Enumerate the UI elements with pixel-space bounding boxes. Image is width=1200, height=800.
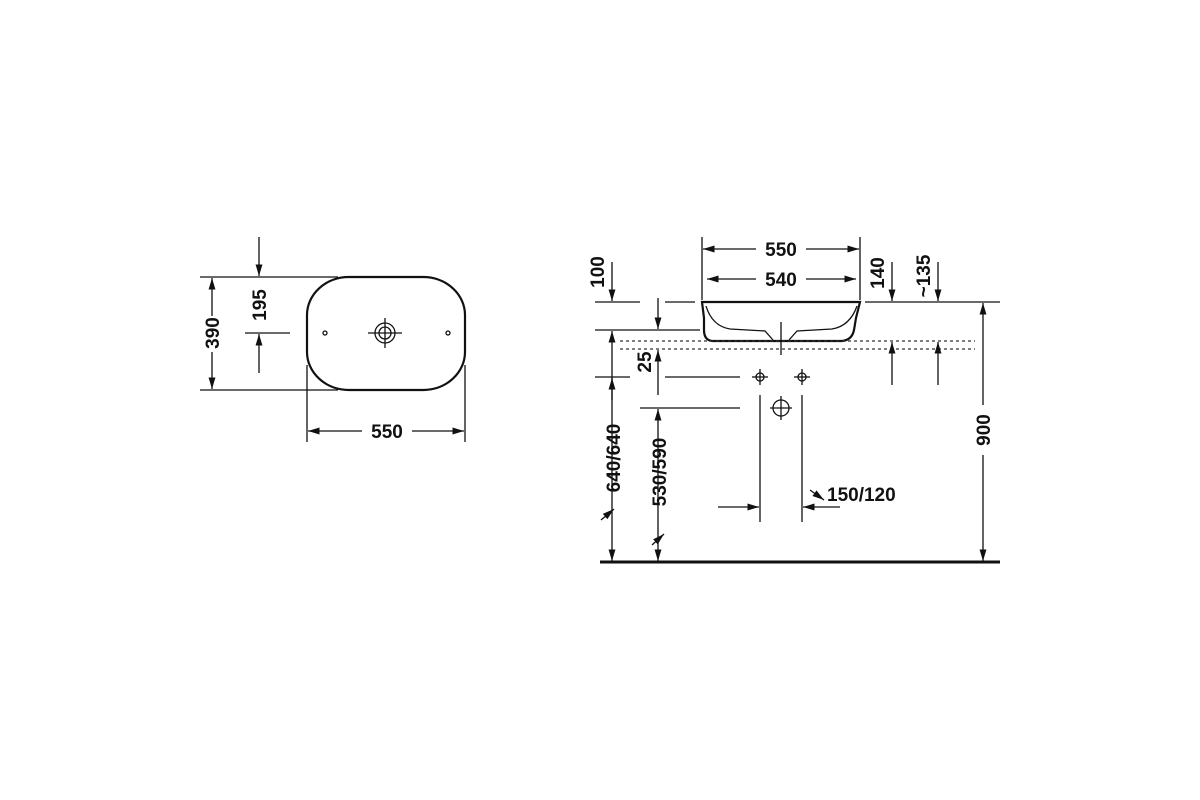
side-view: 550 540 100 25 140 ~135 900 640/640 530/…	[588, 237, 1000, 564]
basin-outline-top	[305, 275, 467, 392]
top-view: 390 195 550	[200, 237, 467, 443]
supply-spacing-dimension: 150/120	[827, 485, 896, 506]
drain-height-dimension: 530/590	[650, 438, 671, 507]
fixing-hole-icon	[322, 330, 328, 336]
outer-width-dimension: 550	[765, 240, 797, 261]
drain-icon	[368, 318, 402, 348]
supply-hole-icon	[752, 369, 768, 385]
width-dimension: 550	[371, 422, 403, 443]
center-dimension: 195	[250, 289, 271, 321]
fixing-hole-icon	[445, 330, 451, 336]
approx-height-dimension: ~135	[914, 254, 935, 297]
offset-dimension: 25	[635, 351, 656, 373]
inner-width-dimension: 540	[765, 270, 797, 291]
supply-height-dimension: 640/640	[604, 424, 625, 493]
counter-height-dimension: 900	[974, 414, 995, 446]
depth-dimension: 390	[203, 317, 224, 349]
drain-outlet-icon	[770, 396, 792, 420]
height-dimension: 140	[868, 257, 889, 289]
depth-dimension: 100	[588, 256, 609, 288]
supply-hole-icon	[794, 369, 810, 385]
